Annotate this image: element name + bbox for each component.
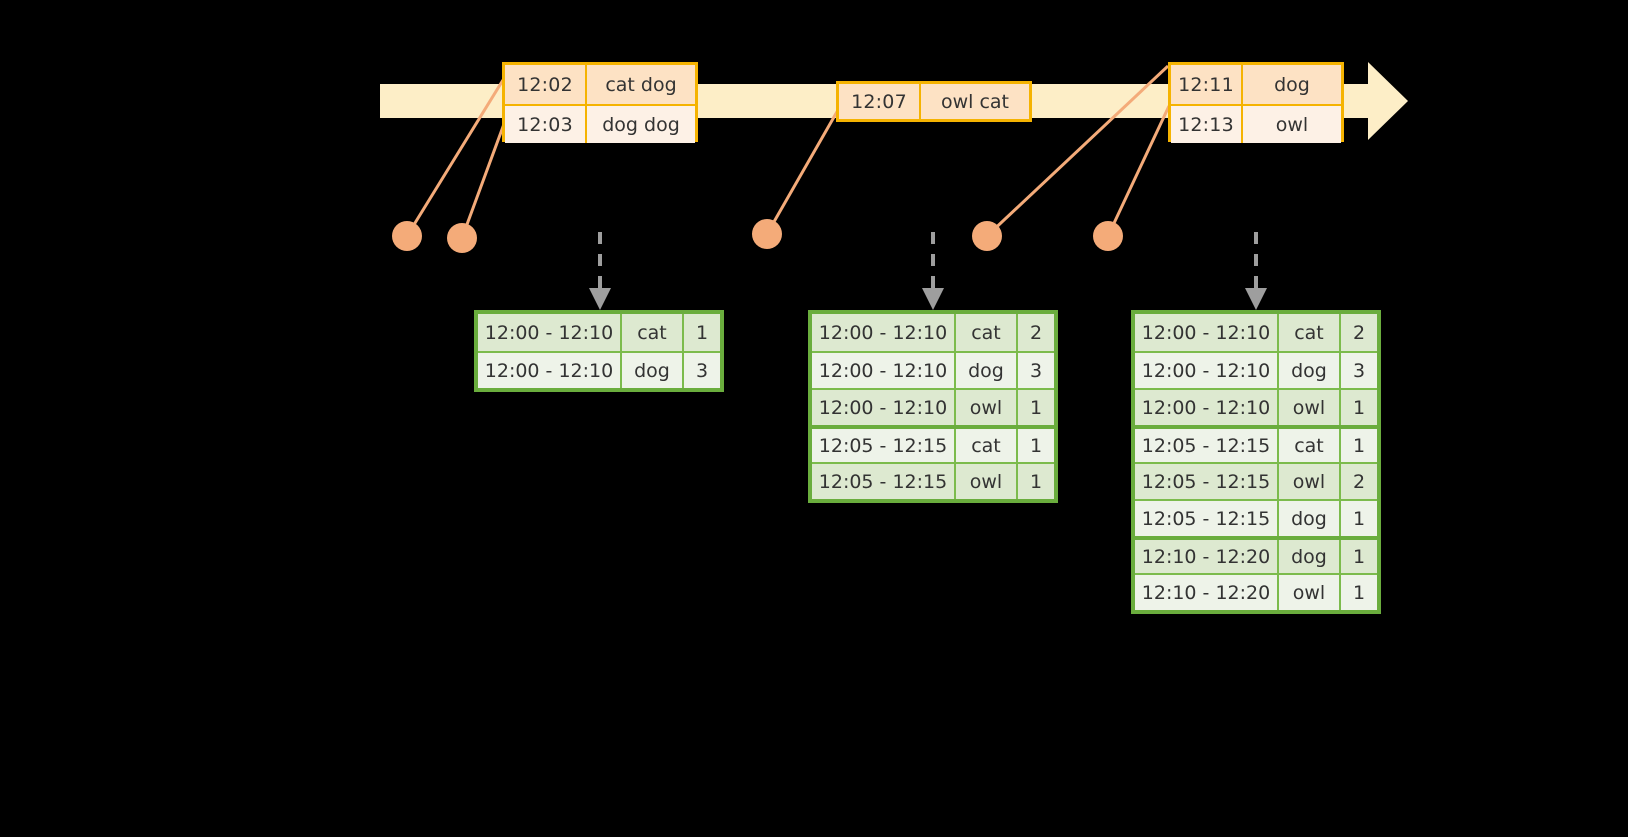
word-cell: cat xyxy=(1279,429,1341,462)
event-time: 12:02 xyxy=(505,65,587,104)
window-cell: 12:00 - 12:10 xyxy=(1135,314,1279,351)
down-arrows-group xyxy=(589,232,1267,310)
count-cell: 1 xyxy=(1029,396,1043,419)
event-time: 12:11 xyxy=(1171,65,1243,104)
word-cell: owl xyxy=(956,464,1018,499)
leader-line-3 xyxy=(765,109,840,235)
word-cell: dog xyxy=(622,353,684,388)
count-cell: 3 xyxy=(1352,359,1366,382)
count-cell: 3 xyxy=(1029,359,1043,382)
word-cell: owl xyxy=(1279,464,1341,499)
window-cell: 12:00 - 12:10 xyxy=(1135,353,1279,388)
count-cell: 1 xyxy=(1352,581,1366,604)
count-cell: 3 xyxy=(695,359,709,382)
event-box-1[interactable]: 12:02 cat dog 12:03 dog dog xyxy=(502,62,698,143)
down-arrow-3-head-icon xyxy=(1245,288,1267,310)
word-cell: cat xyxy=(956,314,1018,351)
count-cell: 2 xyxy=(1029,321,1043,344)
count-cell: 1 xyxy=(1029,434,1043,457)
connector-dot-3 xyxy=(752,219,782,249)
word-cell: cat xyxy=(956,429,1018,462)
event-words: cat dog xyxy=(605,73,677,96)
window-cell: 12:05 - 12:15 xyxy=(1135,429,1279,462)
count-cell: 1 xyxy=(1352,396,1366,419)
event-box-3[interactable]: 12:11 dog 12:13 owl xyxy=(1168,62,1344,143)
count-cell: 2 xyxy=(1352,321,1366,344)
window-cell: 12:05 - 12:15 xyxy=(1135,501,1279,536)
down-arrow-2-head-icon xyxy=(922,288,944,310)
event-time: 12:03 xyxy=(505,106,587,143)
event-row: 12:11 dog xyxy=(1171,65,1341,104)
event-box-2[interactable]: 12:07 owl cat xyxy=(836,81,1032,122)
down-arrow-1-head-icon xyxy=(589,288,611,310)
count-cell: 1 xyxy=(1352,545,1366,568)
connector-dot-5 xyxy=(1093,221,1123,251)
window-cell: 12:00 - 12:10 xyxy=(812,314,956,351)
connector-dot-2 xyxy=(447,223,477,253)
word-cell: cat xyxy=(622,314,684,351)
word-cell: dog xyxy=(1279,501,1341,536)
window-cell: 12:00 - 12:10 xyxy=(812,390,956,425)
connector-dot-1 xyxy=(392,221,422,251)
event-row: 12:07 owl cat xyxy=(839,84,1029,119)
event-words: owl xyxy=(1275,113,1309,136)
event-words: dog dog xyxy=(602,113,680,136)
window-cell: 12:05 - 12:15 xyxy=(812,429,956,462)
word-cell: owl xyxy=(1279,390,1341,425)
window-cell: 12:00 - 12:10 xyxy=(478,314,622,351)
word-cell: owl xyxy=(956,390,1018,425)
event-words: dog xyxy=(1274,73,1310,96)
window-cell: 12:00 - 12:10 xyxy=(478,353,622,388)
count-cell: 1 xyxy=(1352,507,1366,530)
event-words: owl cat xyxy=(940,90,1010,113)
leader-line-2 xyxy=(460,123,506,239)
event-time: 12:07 xyxy=(839,84,921,119)
window-cell: 12:05 - 12:15 xyxy=(1135,464,1279,499)
word-cell: dog xyxy=(1279,540,1341,573)
window-cell: 12:10 - 12:20 xyxy=(1135,540,1279,573)
word-cell: dog xyxy=(956,353,1018,388)
count-cell: 1 xyxy=(1352,434,1366,457)
word-cell: dog xyxy=(1279,353,1341,388)
word-cell: cat xyxy=(1279,314,1341,351)
count-cell: 1 xyxy=(695,321,709,344)
word-cell: owl xyxy=(1279,575,1341,610)
event-row: 12:02 cat dog xyxy=(505,65,695,104)
count-cell: 1 xyxy=(1029,470,1043,493)
window-cell: 12:10 - 12:20 xyxy=(1135,575,1279,610)
connector-dot-4 xyxy=(972,221,1002,251)
event-row: 12:03 dog dog xyxy=(505,104,695,143)
count-cell: 2 xyxy=(1352,470,1366,493)
timeline-arrowhead-icon xyxy=(1368,62,1408,140)
event-time: 12:13 xyxy=(1171,106,1243,143)
leader-line-5 xyxy=(1106,105,1171,237)
window-cell: 12:00 - 12:10 xyxy=(1135,390,1279,425)
window-cell: 12:00 - 12:10 xyxy=(812,353,956,388)
window-cell: 12:05 - 12:15 xyxy=(812,464,956,499)
event-row: 12:13 owl xyxy=(1171,104,1341,143)
